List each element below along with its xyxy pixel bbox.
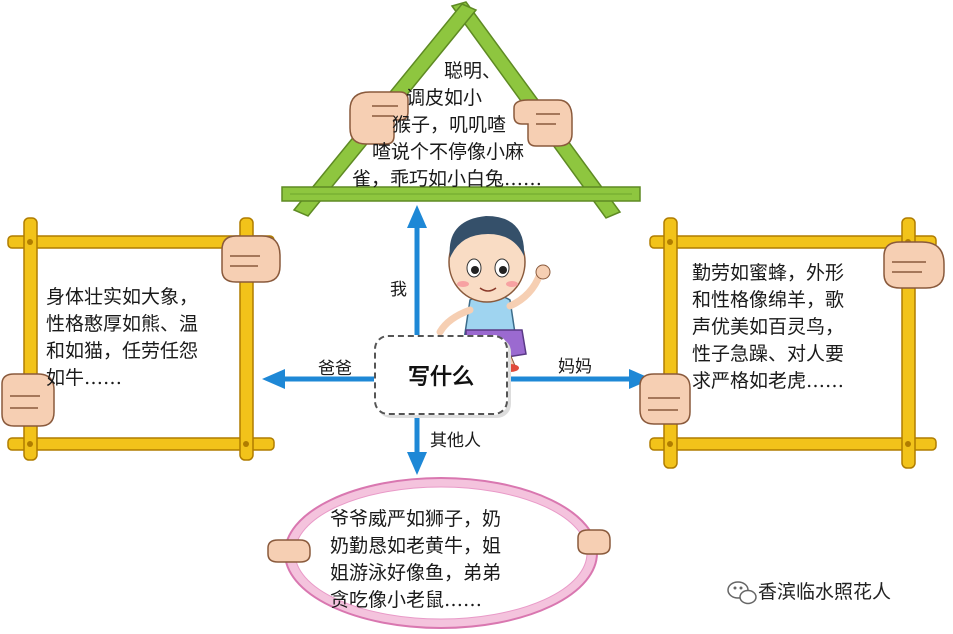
panel-me-line: 喳说个不停像小麻 [372, 141, 525, 163]
panel-others-line: 贪吃像小老鼠…… [330, 589, 483, 611]
panel-mom-text: 勤劳如蜜蜂，外形 和性格像绵羊，歌 声优美如百灵鸟， 性子急躁、对人要 求严格如… [692, 260, 844, 395]
oval-frame [284, 477, 598, 629]
watermark-text: 香滨临水照花人 [758, 581, 892, 603]
panel-mom-line: 和性格像绵羊，歌 [692, 289, 845, 311]
panel-mom-line: 求严格如老虎…… [692, 370, 845, 392]
hand-icon-left-frame-top [221, 235, 281, 283]
arrows [262, 205, 652, 475]
panel-mom-line: 声优美如百灵鸟， [692, 316, 845, 338]
hand-icon-oval-left [267, 539, 311, 563]
panel-others-line: 姐游泳好像鱼，弟弟 [330, 562, 502, 584]
panel-others-text: 爷爷威严如狮子，奶 奶勤恳如老黄牛，姐 姐游泳好像鱼，弟弟 贪吃像小老鼠…… [330, 506, 501, 614]
panel-dad-line: 身体壮实如大象， [46, 286, 199, 308]
watermark: 香滨临水照花人 [726, 577, 891, 604]
hand-icon-triangle-right [513, 99, 573, 147]
hand-icon-right-frame-bottom [639, 373, 691, 425]
arrow-up [407, 205, 427, 335]
arrow-right [508, 369, 652, 389]
branch-label-left: 爸爸 [318, 359, 352, 379]
panel-dad-line: 如牛…… [46, 367, 123, 389]
panel-mom-line: 性子急躁、对人要 [692, 343, 845, 365]
wechat-icon [727, 581, 757, 605]
arrow-left [262, 369, 374, 389]
center-topic-title: 写什么 [407, 364, 474, 390]
panel-others-line: 爷爷威严如狮子，奶 [330, 508, 502, 530]
arrow-down [407, 415, 427, 475]
panel-me-line: 雀，乖巧如小白兔…… [352, 168, 543, 190]
hand-icon-left-frame-bottom [1, 373, 55, 427]
right-frame [649, 217, 937, 469]
hand-icon-oval-right [577, 529, 611, 555]
branch-label-down: 其他人 [430, 431, 481, 451]
center-topic-box: 写什么 [374, 335, 508, 415]
panel-dad-text: 身体壮实如大象， 性格憨厚如熊、温 和如猫，任劳任怨 如牛…… [46, 284, 198, 392]
panel-me-line: 调皮如小 [406, 87, 483, 109]
panel-dad-line: 和如猫，任劳任怨 [46, 340, 199, 362]
panel-me-line: 猴子，叽叽喳 [392, 114, 507, 136]
branch-label-right: 妈妈 [558, 357, 592, 377]
panel-mom-line: 勤劳如蜜蜂，外形 [692, 262, 845, 284]
panel-dad-line: 性格憨厚如熊、温 [46, 313, 199, 335]
branch-label-up: 我 [390, 280, 407, 300]
panel-others-line: 奶勤恳如老黄牛，姐 [330, 535, 502, 557]
hand-icon-triangle-left [349, 91, 409, 145]
hand-icon-right-frame-top [883, 241, 945, 289]
panel-me-line: 聪明、 [444, 60, 502, 82]
